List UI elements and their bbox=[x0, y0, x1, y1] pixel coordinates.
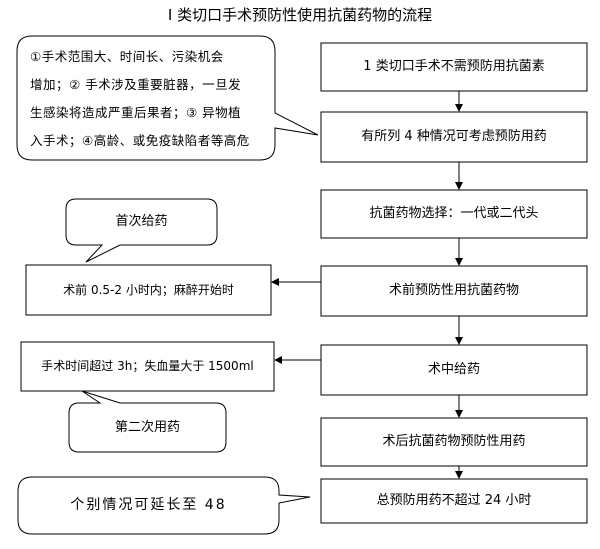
second-dose-label: 第二次用药 bbox=[114, 419, 180, 435]
extend-label: 个别情况可延长至 48 bbox=[70, 497, 227, 514]
conditions-line-1: ①手术范围大、时间长、污染机会 bbox=[30, 49, 224, 64]
step7-label: 总预防用药不超过 24 小时 bbox=[376, 493, 532, 509]
step3-box bbox=[320, 189, 588, 239]
conditions-callout-text: ①手术范围大、时间长、污染机会 增加；② 手术涉及重要脏器，一旦发 生感染将造成… bbox=[30, 43, 272, 155]
preop-timing-label: 术前 0.5-2 小时内；麻醉开始时 bbox=[63, 282, 234, 297]
step1-box bbox=[320, 42, 588, 92]
step2-box bbox=[320, 111, 588, 163]
step7-box bbox=[320, 478, 588, 524]
step3-label: 抗菌药物选择：一代或二代头 bbox=[369, 206, 539, 222]
extend-callout-shape bbox=[17, 476, 311, 535]
first-dose-label: 首次给药 bbox=[115, 214, 168, 230]
conditions-line-4: 入手术；④高龄、或免疫缺陷者等高危 bbox=[30, 133, 250, 148]
preop-timing-box bbox=[25, 264, 272, 316]
conditions-line-2: 增加；② 手术涉及重要脏器，一旦发 bbox=[30, 77, 242, 92]
step4-label: 术前预防性用抗菌药物 bbox=[388, 283, 519, 299]
step4-box bbox=[320, 265, 588, 317]
diagram-title: I 类切口手术预防性使用抗菌药物的流程 bbox=[167, 6, 433, 24]
step1-label: 1 类切口手术不需预防用抗菌素 bbox=[363, 59, 545, 75]
first-dose-callout-shape bbox=[65, 198, 218, 263]
intraop-condition-box bbox=[20, 341, 275, 392]
step2-label: 有所列 4 种情况可考虑预防用药 bbox=[361, 129, 547, 145]
second-dose-callout-shape bbox=[68, 390, 227, 453]
step6-box bbox=[320, 417, 588, 467]
step5-label: 术中给药 bbox=[427, 362, 480, 378]
step6-label: 术后抗菌药物预防性用药 bbox=[382, 434, 526, 450]
step5-box bbox=[320, 344, 588, 396]
conditions-line-3: 生感染将造成严重后果者；③ 异物植 bbox=[30, 105, 242, 120]
conditions-callout-shape bbox=[16, 35, 319, 161]
intraop-condition-label: 手术时间超过 3h；失血量大于 1500ml bbox=[41, 359, 254, 374]
